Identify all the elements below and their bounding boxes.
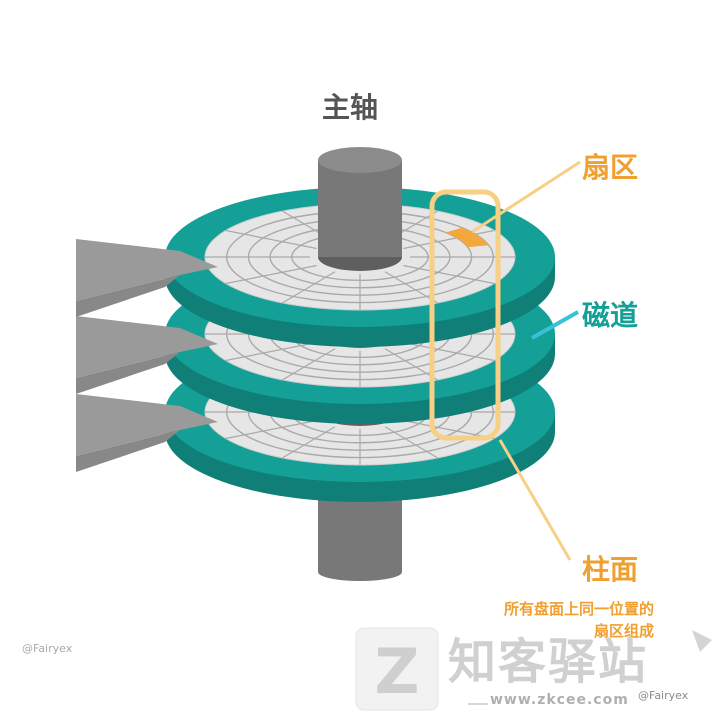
cylinder-leader-line xyxy=(498,439,572,561)
spindle-bottom-cap xyxy=(318,563,402,581)
author-credit-left: @Fairyex xyxy=(22,642,73,655)
spindle-label: 主轴 xyxy=(322,91,379,124)
cylinder-frame xyxy=(429,189,501,441)
sector-line xyxy=(225,341,317,362)
read-write-arm xyxy=(76,394,218,456)
arm-shadow xyxy=(76,352,180,394)
sector-highlight xyxy=(445,227,489,248)
spindle-top-cap xyxy=(318,147,402,173)
sector-line xyxy=(225,419,317,440)
sector-line xyxy=(384,348,438,381)
watermark-logo xyxy=(355,627,439,711)
watermark-logo-letter: Z xyxy=(375,635,420,708)
watermark-arrow-icon xyxy=(692,630,712,652)
sector-line xyxy=(384,271,438,304)
watermark-url: www.zkcee.com xyxy=(490,692,629,708)
sector-line xyxy=(403,229,495,250)
cylinder-description: 所有盘面上同一位置的扇区组成 xyxy=(503,600,654,640)
author-credit-right: @Fairyex xyxy=(638,689,689,702)
platter-1 xyxy=(76,187,555,347)
sector-label: 扇区 xyxy=(582,151,639,184)
sector-line xyxy=(225,229,317,250)
track-label: 磁道 xyxy=(582,299,639,332)
sector-line xyxy=(282,271,336,304)
sector-leader-line xyxy=(471,160,581,234)
sector-line xyxy=(282,426,336,459)
spindle-upper xyxy=(318,160,402,257)
arm-shadow xyxy=(76,430,180,472)
sector-line xyxy=(403,264,495,285)
read-write-arm xyxy=(76,316,218,378)
cylinder-label: 柱面 xyxy=(582,553,639,586)
track-leader-line xyxy=(531,310,579,340)
read-write-arm xyxy=(76,239,218,301)
sector-line xyxy=(225,264,317,285)
watermark-text: 知客驿站 xyxy=(448,634,649,690)
sector-line xyxy=(403,341,495,362)
sector-line xyxy=(384,426,438,459)
arm-shadow xyxy=(76,275,180,317)
sector-line xyxy=(282,348,336,381)
